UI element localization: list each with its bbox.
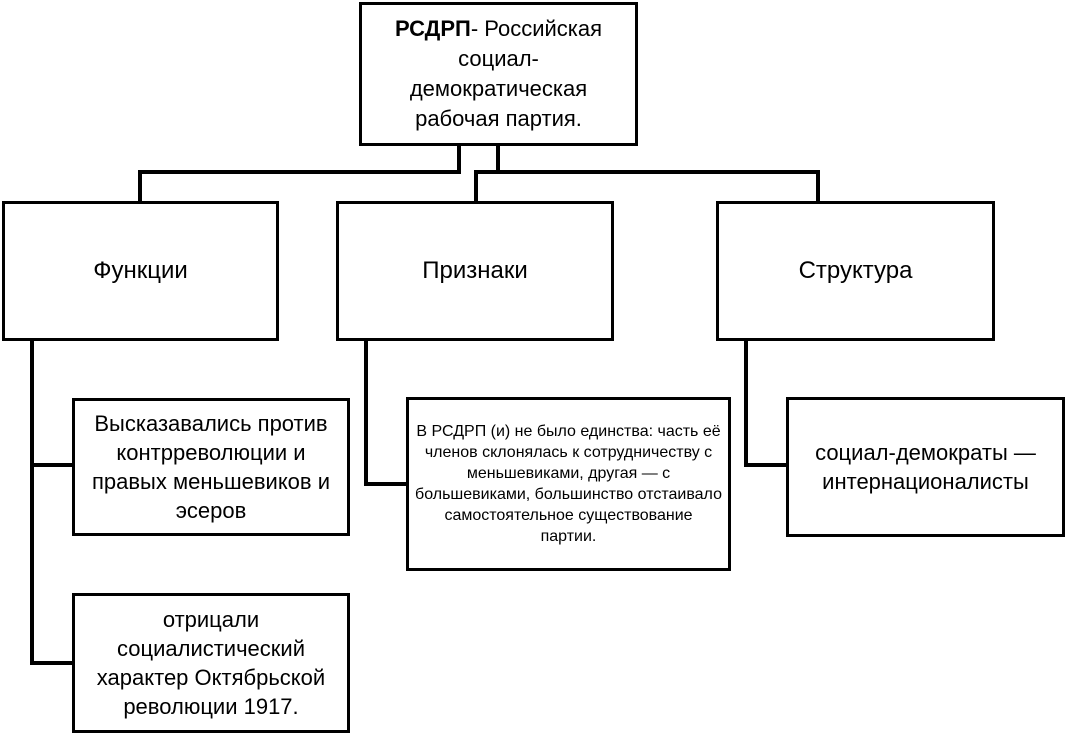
structure-item-1-text: социал-демократы — интернационалисты	[815, 440, 1036, 494]
category-features: Признаки	[336, 201, 614, 341]
category-features-label: Признаки	[422, 257, 528, 284]
category-structure-label: Структура	[798, 257, 913, 284]
root-description: - Российская социал-демократическая рабо…	[409, 16, 603, 131]
connector-root-functions	[138, 143, 461, 203]
connector-root-features-structure	[474, 143, 500, 203]
connector-functions-items	[30, 338, 74, 665]
features-item-1: В РСДРП (и) не было единства: часть её ч…	[406, 397, 731, 571]
structure-item-1: социал-демократы — интернационалисты	[786, 397, 1065, 537]
category-functions: Функции	[2, 201, 279, 341]
features-item-1-text: В РСДРП (и) не было единства: часть её ч…	[415, 423, 722, 545]
root-box: РСДРП- Российская социал-демократическая…	[359, 2, 638, 146]
functions-item-1-text: Высказавались против контрреволюции и пр…	[91, 411, 331, 523]
functions-item-1: Высказавались против контрреволюции и пр…	[72, 398, 350, 536]
root-title: РСДРП- Российская социал-демократическая…	[370, 14, 627, 134]
connector-structure-item	[744, 338, 788, 467]
connector-root-structure	[496, 170, 820, 203]
category-functions-label: Функции	[93, 257, 188, 284]
connector-features-item	[364, 338, 408, 486]
category-structure: Структура	[716, 201, 995, 341]
functions-item-2-text: отрицали социалистический характер Октяб…	[96, 607, 326, 719]
functions-item-2: отрицали социалистический характер Октяб…	[72, 593, 350, 733]
root-abbreviation: РСДРП	[394, 16, 471, 41]
